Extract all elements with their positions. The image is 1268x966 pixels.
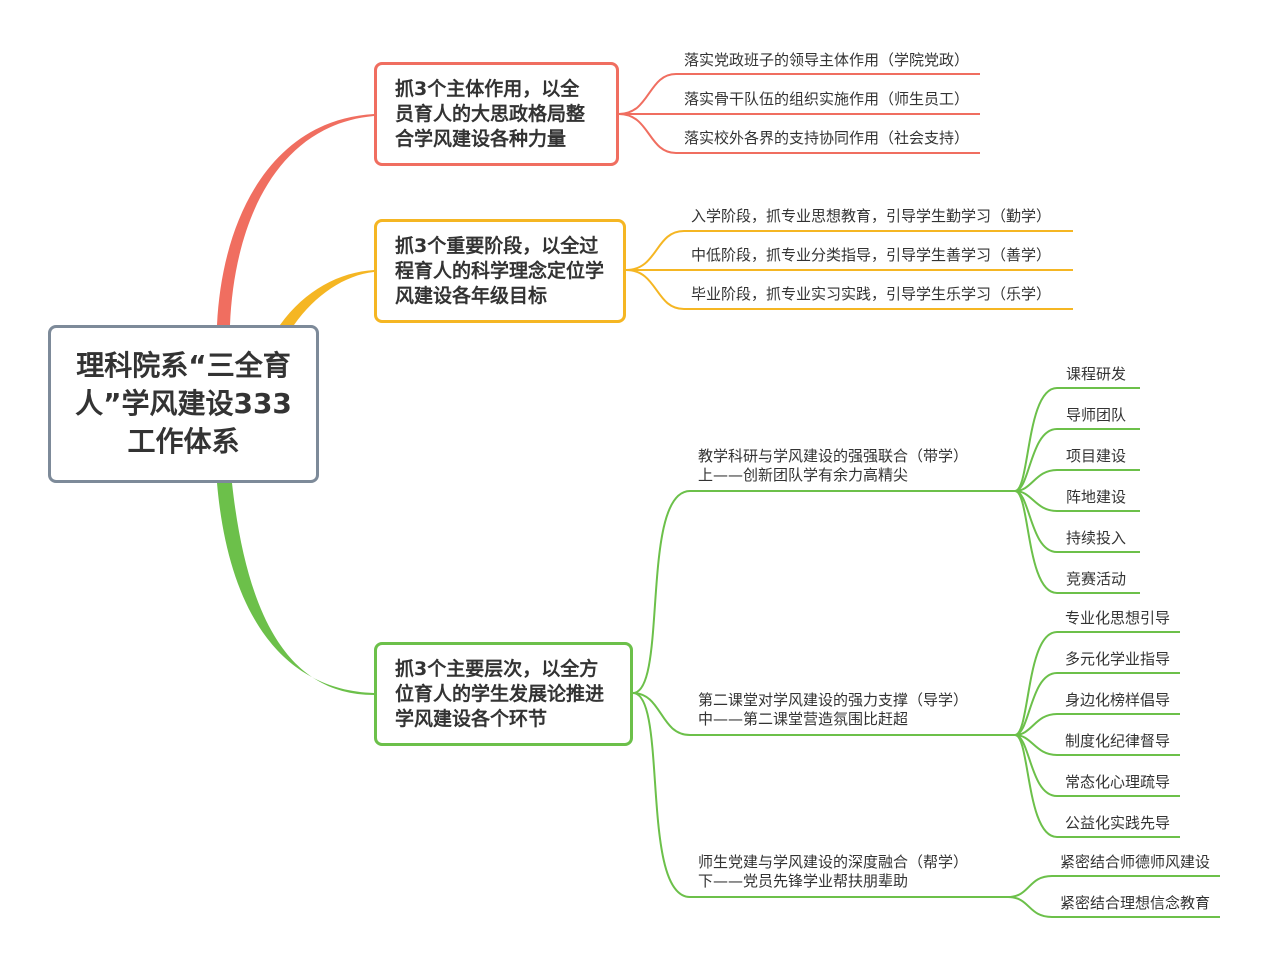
group-3-leaf-links (1007, 875, 1220, 918)
branch-1-links (618, 73, 980, 154)
root-link-orange (280, 270, 374, 325)
leaf-node[interactable]: 多元化学业指导 (1065, 650, 1171, 668)
root-title: 理科院系“三全育人”学风建设333工作体系 (75, 349, 292, 458)
group-line-2: 上——创新团队学有余力高精尖 (698, 466, 909, 484)
leaf-node[interactable]: 落实校外各界的支持协同作用（社会支持） (684, 129, 970, 147)
root-link-green (217, 483, 374, 695)
leaf-node[interactable]: 落实党政班子的领导主体作用（学院党政） (684, 51, 970, 69)
leaf-node[interactable]: 常态化心理疏导 (1065, 773, 1171, 791)
leaf-node[interactable]: 身边化榜样倡导 (1065, 691, 1171, 709)
leaf-node[interactable]: 项目建设 (1066, 447, 1127, 465)
leaf-node[interactable]: 公益化实践先导 (1065, 814, 1171, 832)
leaf-node[interactable]: 毕业阶段，抓专业实习实践，引导学生乐学习（乐学） (691, 285, 1052, 303)
branch-node-levels[interactable]: 抓3个主要层次，以全方位育人的学生发展论推进学风建设各个环节 (374, 642, 633, 746)
leaf-node[interactable]: 紧密结合师德师风建设 (1060, 853, 1211, 871)
group-node-second-classroom[interactable]: 第二课堂对学风建设的强力支撑（导学） 中——第二课堂营造氛围比赶超 (698, 691, 968, 729)
leaf-node[interactable]: 持续投入 (1066, 529, 1127, 547)
branch-2-links (625, 230, 1073, 310)
leaf-node[interactable]: 制度化纪律督导 (1065, 732, 1171, 750)
leaf-node[interactable]: 落实骨干队伍的组织实施作用（师生员工） (684, 90, 970, 108)
root-link-red (217, 114, 374, 325)
leaf-node[interactable]: 课程研发 (1066, 365, 1127, 383)
branch-title: 抓3个主要层次，以全方位育人的学生发展论推进学风建设各个环节 (395, 657, 605, 730)
leaf-node[interactable]: 专业化思想引导 (1065, 609, 1171, 627)
group-2-leaf-links (1014, 631, 1180, 838)
group-1-leaf-links (1014, 387, 1140, 594)
root-node[interactable]: 理科院系“三全育人”学风建设333工作体系 (48, 325, 319, 483)
group-line-1: 教学科研与学风建设的强强联合（带学） (698, 447, 969, 465)
group-line-1: 师生党建与学风建设的深度融合（帮学） (698, 853, 969, 871)
branch-title: 抓3个重要阶段，以全过程育人的科学理念定位学风建设各年级目标 (395, 234, 605, 307)
group-node-research[interactable]: 教学科研与学风建设的强强联合（带学） 上——创新团队学有余力高精尖 (698, 447, 968, 485)
leaf-node[interactable]: 阵地建设 (1066, 488, 1127, 506)
group-line-1: 第二课堂对学风建设的强力支撑（导学） (698, 691, 969, 709)
branch-3-links (632, 490, 1015, 898)
group-node-party-building[interactable]: 师生党建与学风建设的深度融合（帮学） 下——党员先锋学业帮扶朋辈助 (698, 853, 968, 891)
branch-title: 抓3个主体作用，以全员育人的大思政格局整合学风建设各种力量 (395, 77, 586, 150)
group-line-2: 中——第二课堂营造氛围比赶超 (698, 710, 909, 728)
branch-node-stages[interactable]: 抓3个重要阶段，以全过程育人的科学理念定位学风建设各年级目标 (374, 219, 626, 323)
leaf-node[interactable]: 导师团队 (1066, 406, 1127, 424)
leaf-node[interactable]: 竞赛活动 (1066, 570, 1127, 588)
leaf-node[interactable]: 入学阶段，抓专业思想教育，引导学生勤学习（勤学） (691, 207, 1052, 225)
branch-node-subjects[interactable]: 抓3个主体作用，以全员育人的大思政格局整合学风建设各种力量 (374, 62, 619, 166)
leaf-node[interactable]: 紧密结合理想信念教育 (1060, 894, 1211, 912)
group-line-2: 下——党员先锋学业帮扶朋辈助 (698, 872, 909, 890)
leaf-node[interactable]: 中低阶段，抓专业分类指导，引导学生善学习（善学） (691, 246, 1052, 264)
